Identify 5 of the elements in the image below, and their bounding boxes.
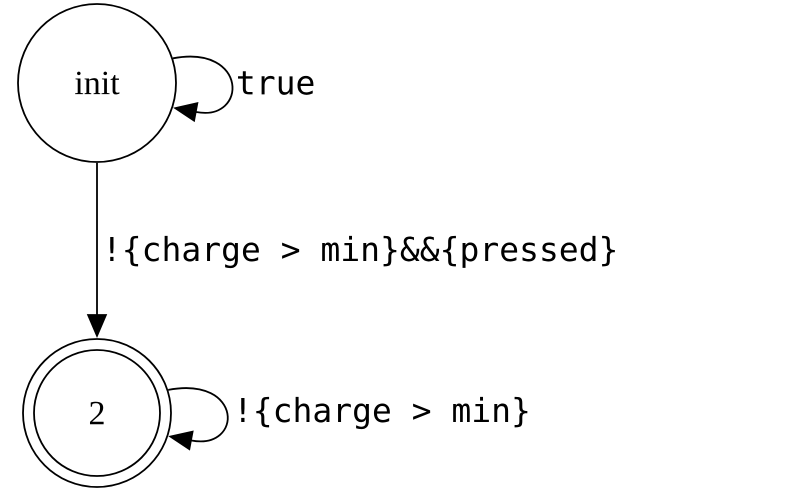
edge-label: !{charge > min}&&{pressed} bbox=[100, 234, 620, 270]
self-loop-arrow bbox=[172, 56, 234, 122]
edge-label: true bbox=[234, 70, 316, 96]
self-loop-arrow bbox=[168, 387, 228, 451]
edge-label: !{charge > min} bbox=[232, 396, 532, 430]
